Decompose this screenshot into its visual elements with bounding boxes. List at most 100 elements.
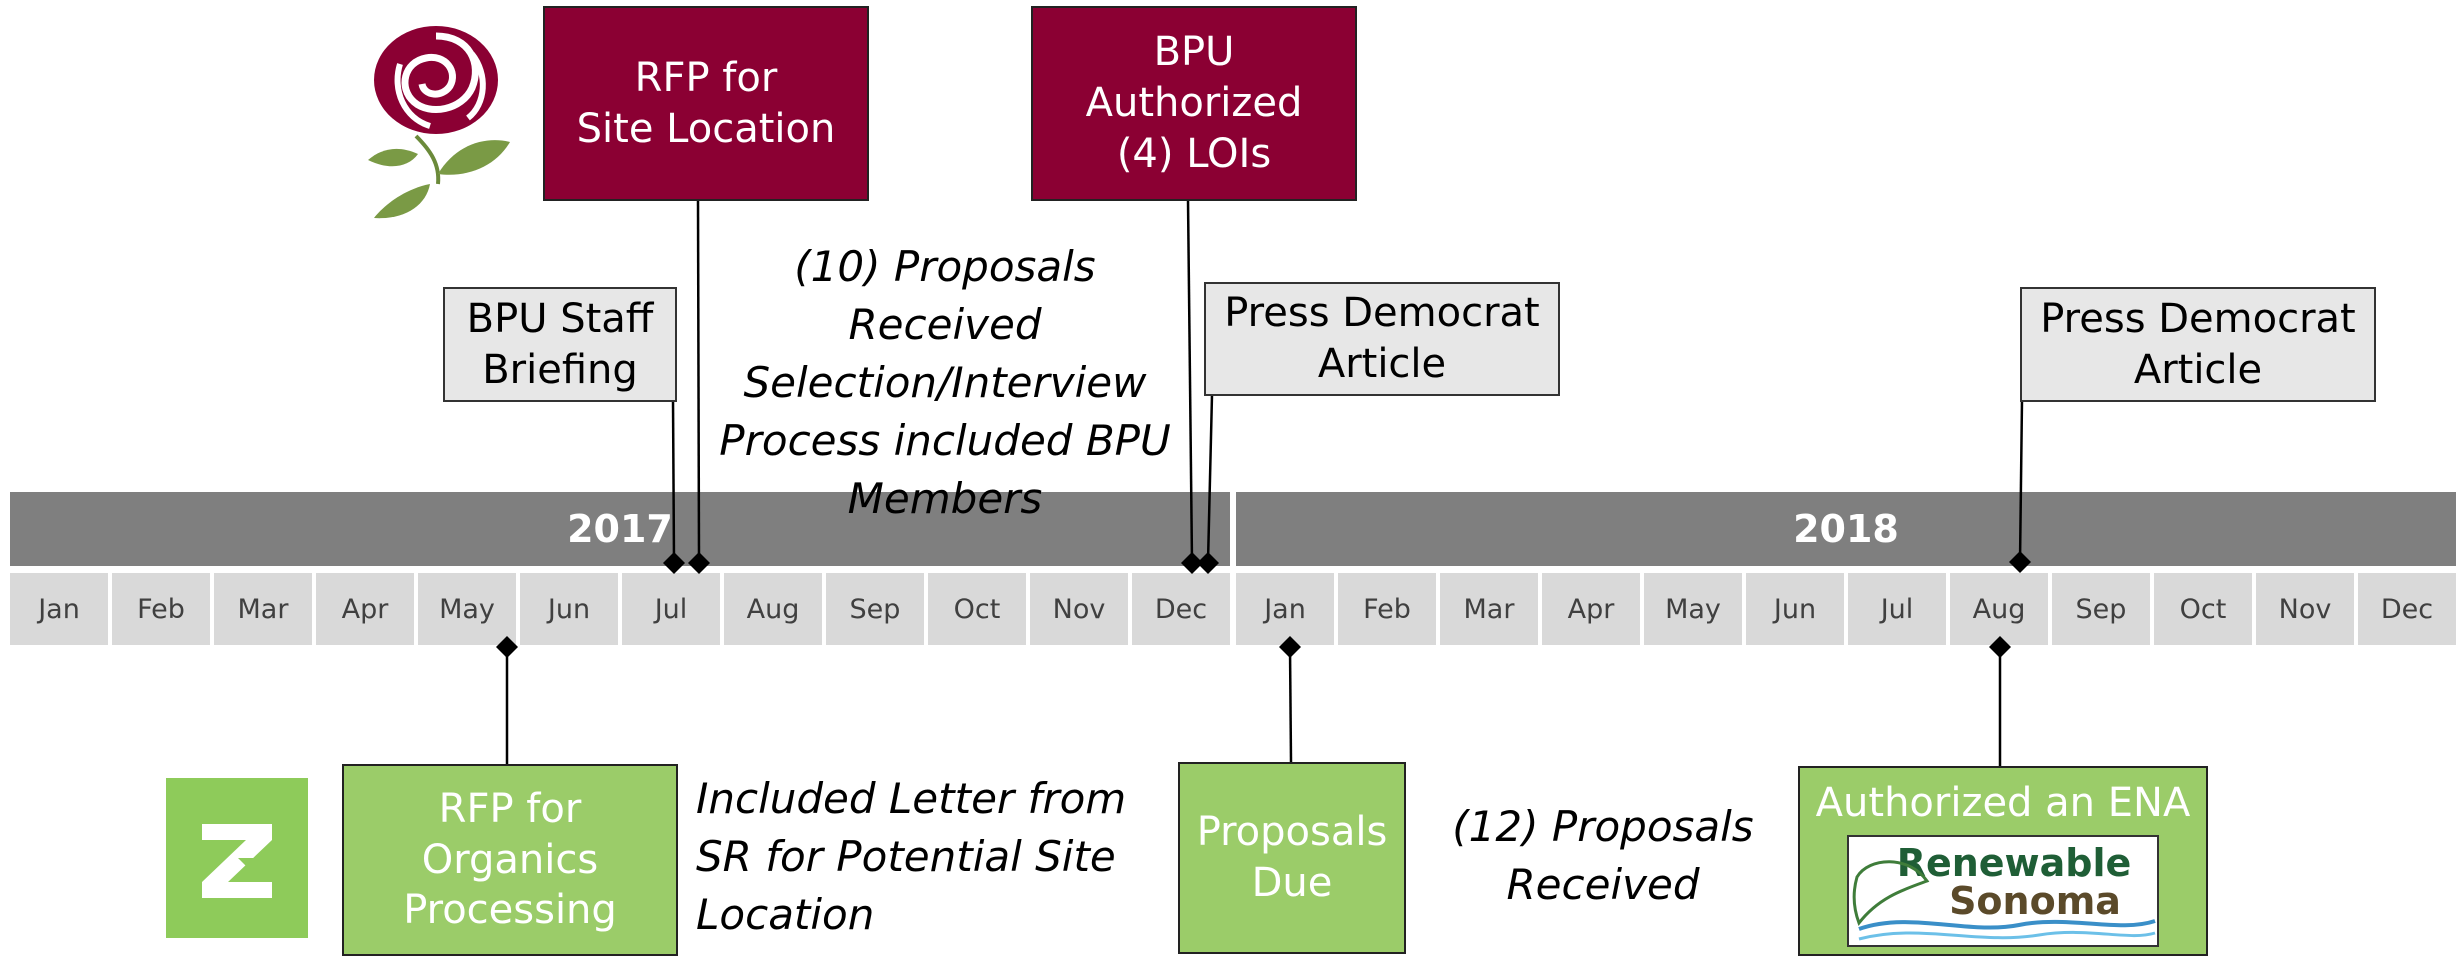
month-label: Nov	[1052, 593, 1106, 625]
month-cell: Nov	[1030, 573, 1128, 645]
connector-line	[671, 399, 676, 563]
box-line: Processing	[403, 887, 617, 934]
month-label: Apr	[1567, 593, 1615, 625]
box-line: RFP for	[438, 785, 582, 832]
month-cell: Dec	[2358, 573, 2456, 645]
proposals-received-note: (10) Proposals Received Selection/Interv…	[700, 238, 1190, 528]
month-label: Sep	[849, 593, 901, 625]
z-logo	[166, 778, 308, 938]
month-cell: Jul	[622, 573, 720, 645]
box-line: RFP for	[634, 54, 778, 101]
note-line: Received	[1506, 859, 1700, 909]
month-label: Mar	[1463, 593, 1515, 625]
note-line: SR for Potential Site	[696, 831, 1116, 881]
month-label: May	[1665, 593, 1721, 625]
month-cell: Apr	[1542, 573, 1640, 645]
month-cell: Sep	[2052, 573, 2150, 645]
box-line: Article	[2133, 346, 2263, 393]
note-line: (12) Proposals	[1452, 802, 1754, 851]
month-label: Jun	[1773, 593, 1817, 625]
connector-line	[1206, 394, 1214, 563]
milestone-diamond	[1989, 636, 2011, 658]
month-cell: Jan	[1236, 573, 1334, 645]
box-line: Proposals	[1196, 809, 1388, 856]
box-line: BPU Staff	[466, 295, 654, 342]
month-label: Jan	[1264, 593, 1306, 625]
month-label: Aug	[746, 593, 800, 625]
milestone-diamond	[496, 636, 518, 658]
month-cell: Jun	[520, 573, 618, 645]
month-cell: Aug	[1950, 573, 2048, 645]
milestone-diamond	[1181, 552, 1203, 574]
month-label: Apr	[341, 593, 389, 625]
month-cell: Nov	[2256, 573, 2354, 645]
connector-line	[696, 199, 701, 563]
month-label: Jan	[38, 593, 80, 625]
connector-line	[1288, 647, 1293, 763]
milestone-diamond	[1279, 636, 1301, 658]
month-cell: Sep	[826, 573, 924, 645]
milestone-diamond	[1197, 552, 1219, 574]
month-label: Oct	[953, 593, 1001, 625]
month-cell: Jun	[1746, 573, 1844, 645]
month-label: Sep	[2075, 593, 2127, 625]
month-cell: May	[1644, 573, 1742, 645]
milestone-diamond	[663, 552, 685, 574]
milestone-diamond	[2009, 551, 2031, 573]
month-label: May	[439, 593, 495, 625]
box-line: Site Location	[576, 105, 836, 152]
month-label: Nov	[2278, 593, 2332, 625]
month-cell: Feb	[1338, 573, 1436, 645]
box-line: (4) LOIs	[1116, 130, 1272, 177]
month-label: Dec	[1154, 593, 1208, 625]
month-cell: Dec	[1132, 573, 1230, 645]
year-label: 2018	[1793, 507, 1899, 551]
note-line: Selection/Interview	[743, 357, 1147, 407]
proposals-12-note: (12) Proposals Received	[1438, 798, 1768, 914]
box-line: Press Democrat	[2040, 295, 2356, 342]
month-label: Aug	[1972, 593, 2026, 625]
box-line: Authorized an ENA	[1815, 780, 2191, 826]
month-label: Jun	[547, 593, 591, 625]
authorized-ena-box: Authorized an ENA Renewable Sonoma	[1798, 766, 2208, 956]
month-cell: May	[418, 573, 516, 645]
milestone-diamond	[688, 552, 710, 574]
box-line: Authorized	[1085, 80, 1303, 127]
logo-word: Renewable	[1896, 840, 2132, 885]
month-label: Jul	[654, 593, 688, 625]
included-letter-note: Included Letter from SR for Potential Si…	[696, 770, 1156, 944]
month-cell: Oct	[2154, 573, 2252, 645]
leaf-wave-icon	[1852, 860, 2156, 941]
year-2017-bar: 2017	[10, 492, 1230, 566]
box-line: Press Democrat	[1224, 290, 1540, 337]
month-cell: Apr	[316, 573, 414, 645]
box-line: Briefing	[482, 346, 638, 393]
month-label: Dec	[2380, 593, 2434, 625]
month-cell: Aug	[724, 573, 822, 645]
year-2018-bar: 2018	[1236, 492, 2456, 566]
month-cell: Jan	[10, 573, 108, 645]
month-label: Jul	[1880, 593, 1914, 625]
note-line: (10) Proposals Received	[794, 242, 1096, 349]
month-label: Feb	[1363, 593, 1411, 625]
month-cell: Feb	[112, 573, 210, 645]
month-cell: Oct	[928, 573, 1026, 645]
rose-logo	[360, 14, 520, 219]
year-label: 2017	[567, 507, 673, 551]
logo-word: Sonoma	[1949, 878, 2121, 923]
box-line: Article	[1317, 341, 1447, 387]
month-cell: Jul	[1848, 573, 1946, 645]
note-line: Members	[847, 473, 1043, 523]
note-line: Process included BPU	[719, 415, 1171, 465]
connector-line	[2018, 399, 2024, 563]
month-label: Oct	[2179, 593, 2227, 625]
box-line: BPU	[1153, 29, 1235, 76]
month-label: Mar	[237, 593, 289, 625]
